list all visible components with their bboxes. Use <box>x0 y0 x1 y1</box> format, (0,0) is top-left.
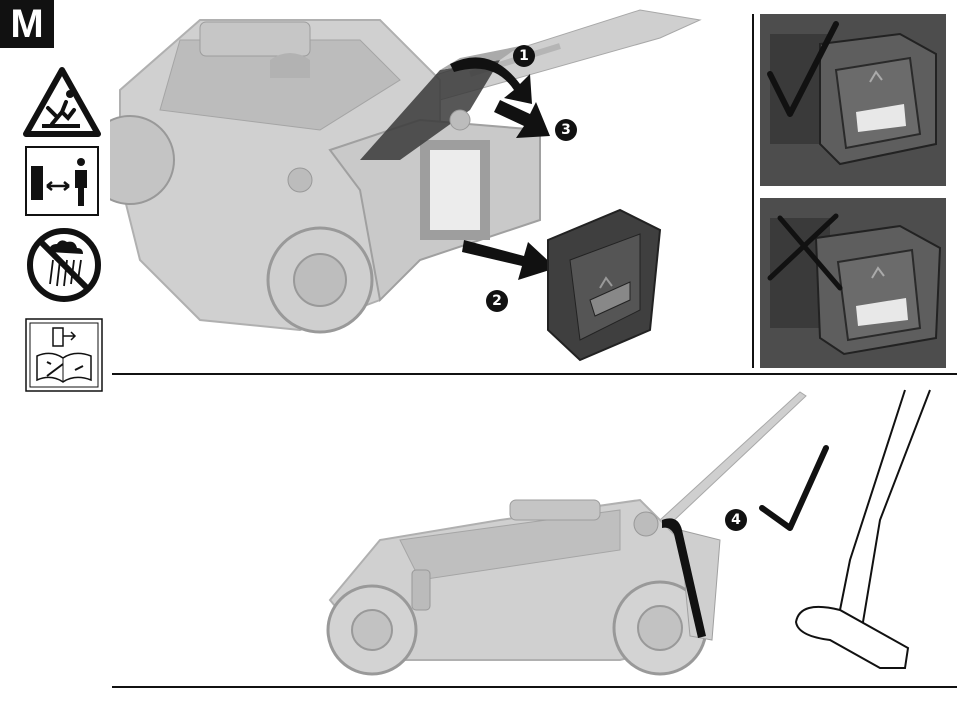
step-1-marker: 1 <box>513 45 535 67</box>
correct-fit-detail-panel <box>760 14 946 186</box>
incorrect-fit-detail-panel <box>760 198 946 368</box>
keep-bystanders-away-icon <box>25 146 99 216</box>
step-4-marker: 4 <box>725 509 747 531</box>
section-badge: M <box>0 0 54 48</box>
panel-divider <box>752 14 754 368</box>
thrown-objects-warning-icon <box>23 67 101 137</box>
section-divider-bottom <box>112 686 957 688</box>
mowing-position-illustration <box>326 389 931 676</box>
grass-box-removal-illustration <box>110 9 702 362</box>
do-not-use-in-rain-icon <box>27 228 101 302</box>
read-manual-icon <box>25 318 103 392</box>
step-2-marker: 2 <box>486 290 508 312</box>
step-3-marker: 3 <box>555 119 577 141</box>
section-divider-top <box>112 373 957 375</box>
